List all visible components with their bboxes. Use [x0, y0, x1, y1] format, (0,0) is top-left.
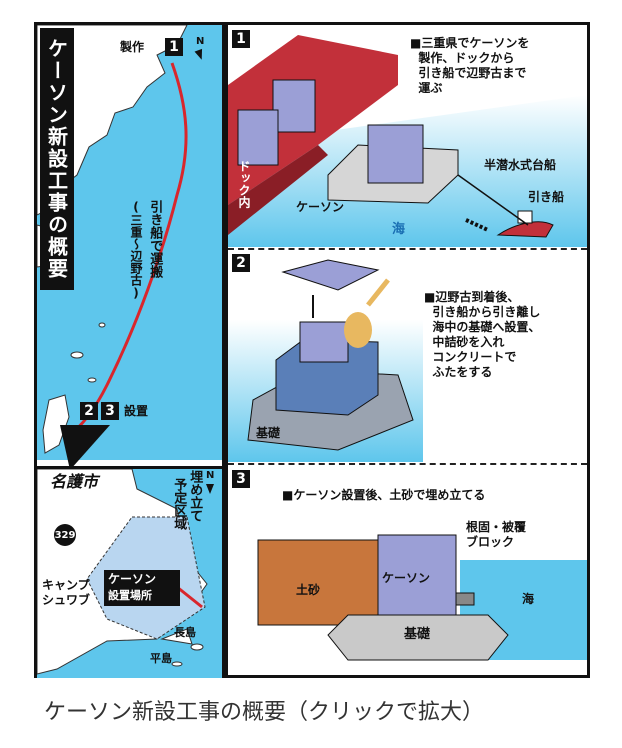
panel-1-caisson-label: ケーソン — [296, 200, 345, 214]
panel-3-foundation-label: 基礎 — [404, 627, 431, 642]
panel-3-text: ■ケーソン設置後、土砂で埋め立てる — [282, 488, 486, 502]
panel-1-sea-label: 海 — [392, 222, 406, 237]
panel-3-soil-label: 土砂 — [296, 583, 321, 597]
inset-north-label: N — [206, 470, 215, 481]
inset-city-label: 名護市 — [50, 472, 99, 491]
route-sub-label: (三重〜辺野古) — [129, 200, 143, 300]
inset-area-prefix: 埋め立て — [187, 470, 203, 522]
panel-1-text: ■三重県でケーソンを 製作、ドックから 引き船で辺野古まで 運ぶ — [410, 36, 530, 95]
inset-north-arrow-icon — [206, 484, 214, 494]
panel-1 — [228, 25, 587, 247]
column-divider — [222, 25, 228, 675]
marker-3-number: 3 — [101, 402, 119, 420]
inset-island-2-label: 平島 — [150, 652, 172, 665]
marker-1-label: 製作 — [120, 40, 145, 54]
panel-1-dock-label: ドック内 — [237, 160, 251, 208]
panel-2-foundation-label: 基礎 — [256, 426, 281, 440]
panel-3-number: 3 — [232, 470, 250, 488]
map-north-label: N — [196, 36, 205, 47]
panel-divider-2 — [228, 463, 587, 465]
panel-3-block-label: 根固・被覆 ブロック — [466, 520, 527, 549]
inset-island-1-label: 長島 — [174, 626, 196, 639]
panel-2-text: ■辺野古到着後、 引き船から引き離し 海中の基礎へ設置、 中詰砂を入れ コンクリ… — [424, 290, 541, 379]
panel-2-svg — [228, 250, 587, 462]
panel-3 — [228, 465, 587, 675]
panel-2-number: 2 — [232, 254, 250, 272]
panel-divider-1 — [228, 248, 587, 250]
panel-3-sea-label: 海 — [522, 592, 535, 606]
inset-site-label-1: ケーソン — [108, 572, 157, 586]
inset-site-label-2: 設置場所 — [108, 589, 152, 602]
panel-1-svg — [228, 25, 587, 247]
route-label: 引き船で運搬 — [147, 200, 163, 278]
panel-1-semi-sub-label: 半潜水式台船 — [484, 158, 557, 172]
panel-3-svg — [228, 465, 587, 675]
marker-23-label: 設置 — [124, 404, 149, 418]
route-shield-icon: 329 — [54, 524, 76, 546]
panel-2 — [228, 250, 587, 462]
inset-area-label: 予定区域 — [171, 478, 187, 530]
inset-site-label-box — [104, 570, 180, 606]
panel-1-tug-label: 引き船 — [528, 190, 565, 204]
panel-1-number: 1 — [232, 30, 250, 48]
figure-title: ケーソン新設工事の概要 — [40, 28, 74, 290]
marker-2-number: 2 — [80, 402, 98, 420]
callout-pointer — [60, 425, 110, 470]
inset-camp-label: キャンプ シュワブ — [42, 578, 91, 607]
figure-caption: ケーソン新設工事の概要（クリックで拡大） — [44, 700, 485, 725]
panel-3-caisson-label: ケーソン — [382, 571, 431, 585]
marker-1-number: 1 — [165, 38, 183, 56]
